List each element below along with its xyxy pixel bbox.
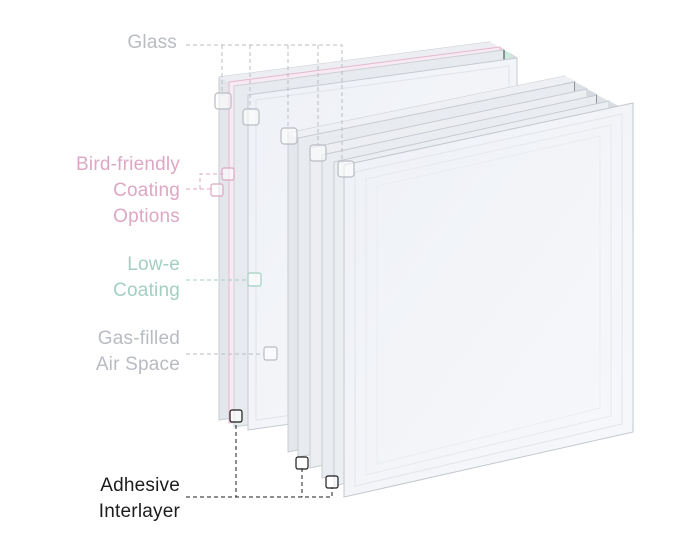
bird-label-line-3: Options [113,206,180,227]
gas-label-line-2: Air Space [95,354,180,375]
adhesive-callout-lines [186,425,333,498]
adhesive-label-line-1: Adhesive [100,475,180,496]
glass-callout-lines [186,44,343,163]
callout-markers [210,92,355,489]
gas-label-line-1: Gas-filled [97,328,180,349]
glass-label-line: Glass [127,32,177,53]
bird-markers [210,167,235,197]
glass-label: Glass [60,30,177,56]
bird-label-line-1: Bird-friendly [76,154,180,175]
adhesive-label-line-2: Interlayer [98,501,180,522]
bird-friendly-coating-label: Bird-friendly Coating Options [10,152,180,230]
bird-callout-lines [186,173,227,190]
adhesive-markers [229,409,339,489]
lowe-label-line-2: Coating [113,280,180,301]
low-e-coating-label: Low-e Coating [60,252,180,304]
adhesive-interlayer-label: Adhesive Interlayer [40,473,180,525]
glass-markers [214,92,355,178]
gas-filled-air-space-label: Gas-filled Air Space [40,326,180,378]
bird-label-line-2: Coating [113,180,180,201]
lowe-label-line-1: Low-e [127,254,180,275]
pane-group-front [287,75,634,498]
callout-lines [186,44,343,498]
lowe-marker [247,272,262,287]
gas-marker [263,346,278,361]
